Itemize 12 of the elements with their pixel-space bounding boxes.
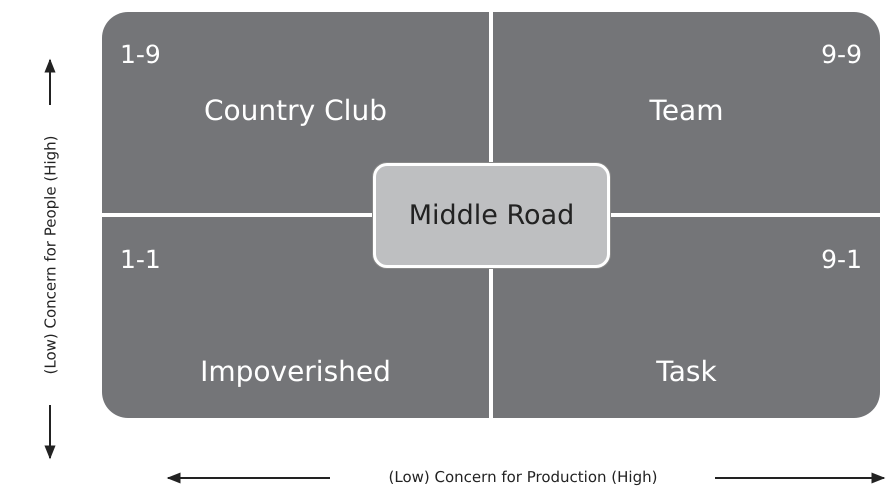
grid-score: 1-1	[120, 245, 161, 274]
center-box	[373, 163, 610, 268]
grid-score: 9-9	[821, 40, 862, 69]
style-label: Team	[648, 94, 724, 127]
style-label: Task	[655, 355, 718, 388]
axis-label: (Low) Concern for People (High)	[41, 136, 59, 374]
style-label: Middle Road	[408, 200, 574, 231]
grid-score: 9-1	[821, 245, 862, 274]
axis-label: (Low) Concern for Production (High)	[388, 468, 658, 486]
style-label: Impoverished	[199, 355, 392, 388]
style-label: Country Club	[203, 94, 388, 127]
grid-score: 1-9	[120, 40, 161, 69]
